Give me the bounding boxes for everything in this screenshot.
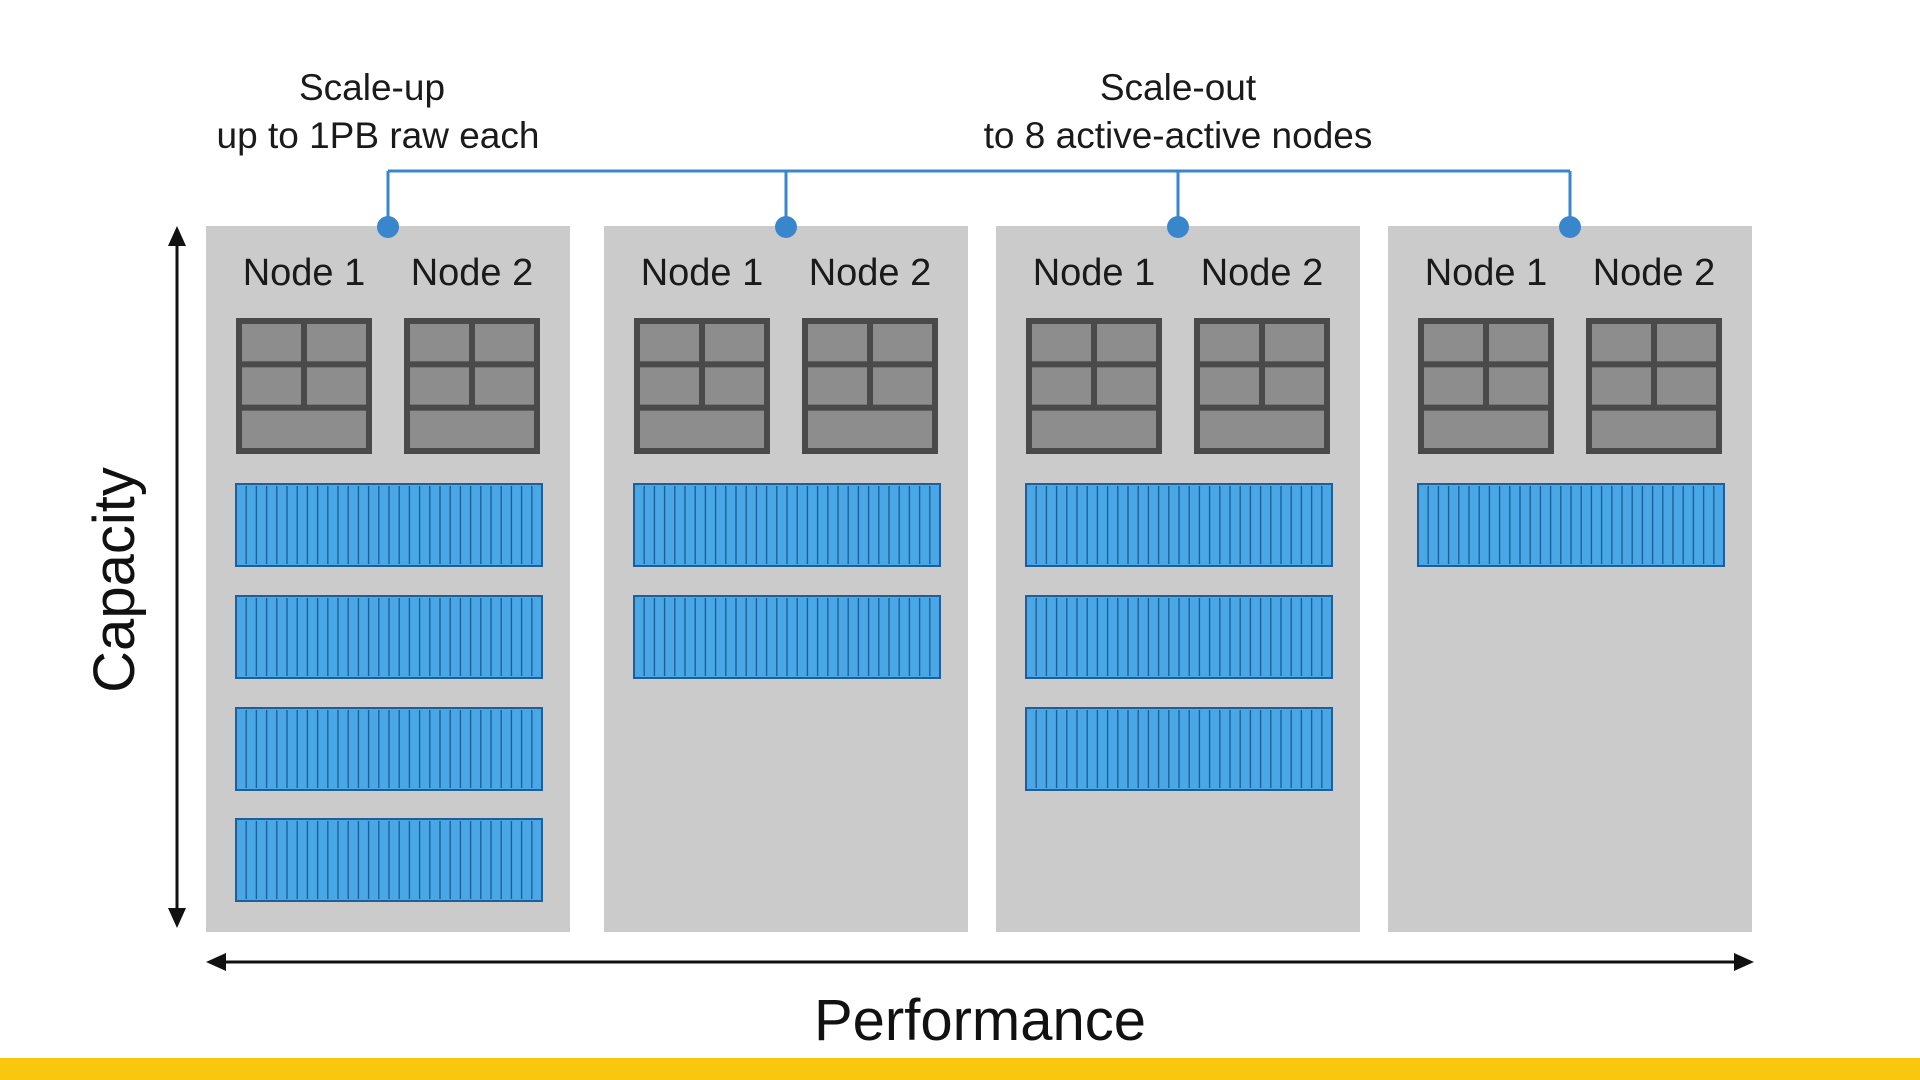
controller-cell bbox=[1592, 410, 1716, 448]
controller-cell bbox=[705, 324, 764, 362]
controller-node-1 bbox=[1026, 318, 1162, 454]
node-label: Node 1 bbox=[641, 252, 764, 294]
controller-cell bbox=[1265, 367, 1324, 405]
scale-up-subtitle: up to 1PB raw each bbox=[217, 115, 540, 156]
controller-cell bbox=[808, 367, 867, 405]
controller-cell bbox=[640, 367, 699, 405]
expansion-shelf bbox=[1025, 595, 1333, 679]
expansion-shelf bbox=[633, 595, 941, 679]
controller-node-1 bbox=[236, 318, 372, 454]
controller-cell bbox=[242, 367, 301, 405]
node-label: Node 2 bbox=[411, 252, 534, 294]
controller-cell bbox=[873, 367, 932, 405]
controller-cell bbox=[1657, 324, 1716, 362]
controller-cell bbox=[1200, 410, 1324, 448]
node-label: Node 1 bbox=[1033, 252, 1156, 294]
controller-cell bbox=[808, 324, 867, 362]
controller-node-2 bbox=[1586, 318, 1722, 454]
controller-cell bbox=[1424, 410, 1548, 448]
controller-cell bbox=[1200, 367, 1259, 405]
scale-up-title: Scale-up bbox=[299, 67, 445, 108]
node-label: Node 2 bbox=[1593, 252, 1716, 294]
appliance-3: Node 1 Node 2 bbox=[996, 171, 1360, 932]
controller-cell bbox=[1032, 410, 1156, 448]
controller-cell bbox=[1489, 367, 1548, 405]
controller-cell bbox=[1592, 367, 1651, 405]
appliance-1: Node 1 Node 2 bbox=[206, 171, 570, 932]
controller-cell bbox=[1265, 324, 1324, 362]
capacity-axis-arrow-up bbox=[168, 226, 186, 246]
controller-cell bbox=[410, 367, 469, 405]
expansion-shelf bbox=[1417, 483, 1725, 567]
scale-out-subtitle: to 8 active-active nodes bbox=[984, 115, 1373, 156]
controller-cell bbox=[242, 324, 301, 362]
connector-dot bbox=[377, 216, 399, 238]
controller-cell bbox=[307, 324, 366, 362]
capacity-axis bbox=[168, 226, 186, 928]
controller-cell bbox=[1657, 367, 1716, 405]
controller-cell bbox=[1424, 367, 1483, 405]
expansion-shelf bbox=[1025, 483, 1333, 567]
appliance-2: Node 1 Node 2 bbox=[604, 171, 968, 932]
connector-dot bbox=[1167, 216, 1189, 238]
controller-node-2 bbox=[1194, 318, 1330, 454]
controller-cell bbox=[1592, 324, 1651, 362]
footer-bar bbox=[0, 1058, 1920, 1080]
controller-cell bbox=[705, 367, 764, 405]
performance-axis bbox=[206, 953, 1754, 971]
controller-cell bbox=[475, 324, 534, 362]
expansion-shelf bbox=[235, 595, 543, 679]
controller-node-1 bbox=[634, 318, 770, 454]
controller-cell bbox=[640, 324, 699, 362]
controller-cell bbox=[410, 324, 469, 362]
performance-axis-arrow-right bbox=[1734, 953, 1754, 971]
controller-cell bbox=[1097, 367, 1156, 405]
node-label: Node 2 bbox=[1201, 252, 1324, 294]
node-label: Node 2 bbox=[809, 252, 932, 294]
controller-node-2 bbox=[404, 318, 540, 454]
controller-cell bbox=[1032, 324, 1091, 362]
performance-axis-arrow-left bbox=[206, 953, 226, 971]
appliance-4: Node 1 Node 2 bbox=[1388, 171, 1752, 932]
expansion-shelf bbox=[1025, 707, 1333, 791]
capacity-axis-label: Capacity bbox=[82, 467, 147, 693]
controller-node-2 bbox=[802, 318, 938, 454]
node-label: Node 1 bbox=[243, 252, 366, 294]
controller-cell bbox=[307, 367, 366, 405]
node-label: Node 1 bbox=[1425, 252, 1548, 294]
connector-dot bbox=[775, 216, 797, 238]
controller-cell bbox=[1489, 324, 1548, 362]
expansion-shelf bbox=[235, 818, 543, 902]
capacity-axis-arrow-down bbox=[168, 908, 186, 928]
controller-cell bbox=[873, 324, 932, 362]
performance-axis-label: Performance bbox=[814, 988, 1146, 1053]
expansion-shelf bbox=[633, 483, 941, 567]
controller-cell bbox=[1424, 324, 1483, 362]
expansion-shelf bbox=[235, 707, 543, 791]
expansion-shelf bbox=[235, 483, 543, 567]
controller-cell bbox=[410, 410, 534, 448]
scale-out-title: Scale-out bbox=[1100, 67, 1257, 108]
controller-cell bbox=[1097, 324, 1156, 362]
controller-cell bbox=[1200, 324, 1259, 362]
connector-dot bbox=[1559, 216, 1581, 238]
controller-cell bbox=[475, 367, 534, 405]
controller-cell bbox=[640, 410, 764, 448]
controller-node-1 bbox=[1418, 318, 1554, 454]
controller-cell bbox=[808, 410, 932, 448]
controller-cell bbox=[1032, 367, 1091, 405]
controller-cell bbox=[242, 410, 366, 448]
